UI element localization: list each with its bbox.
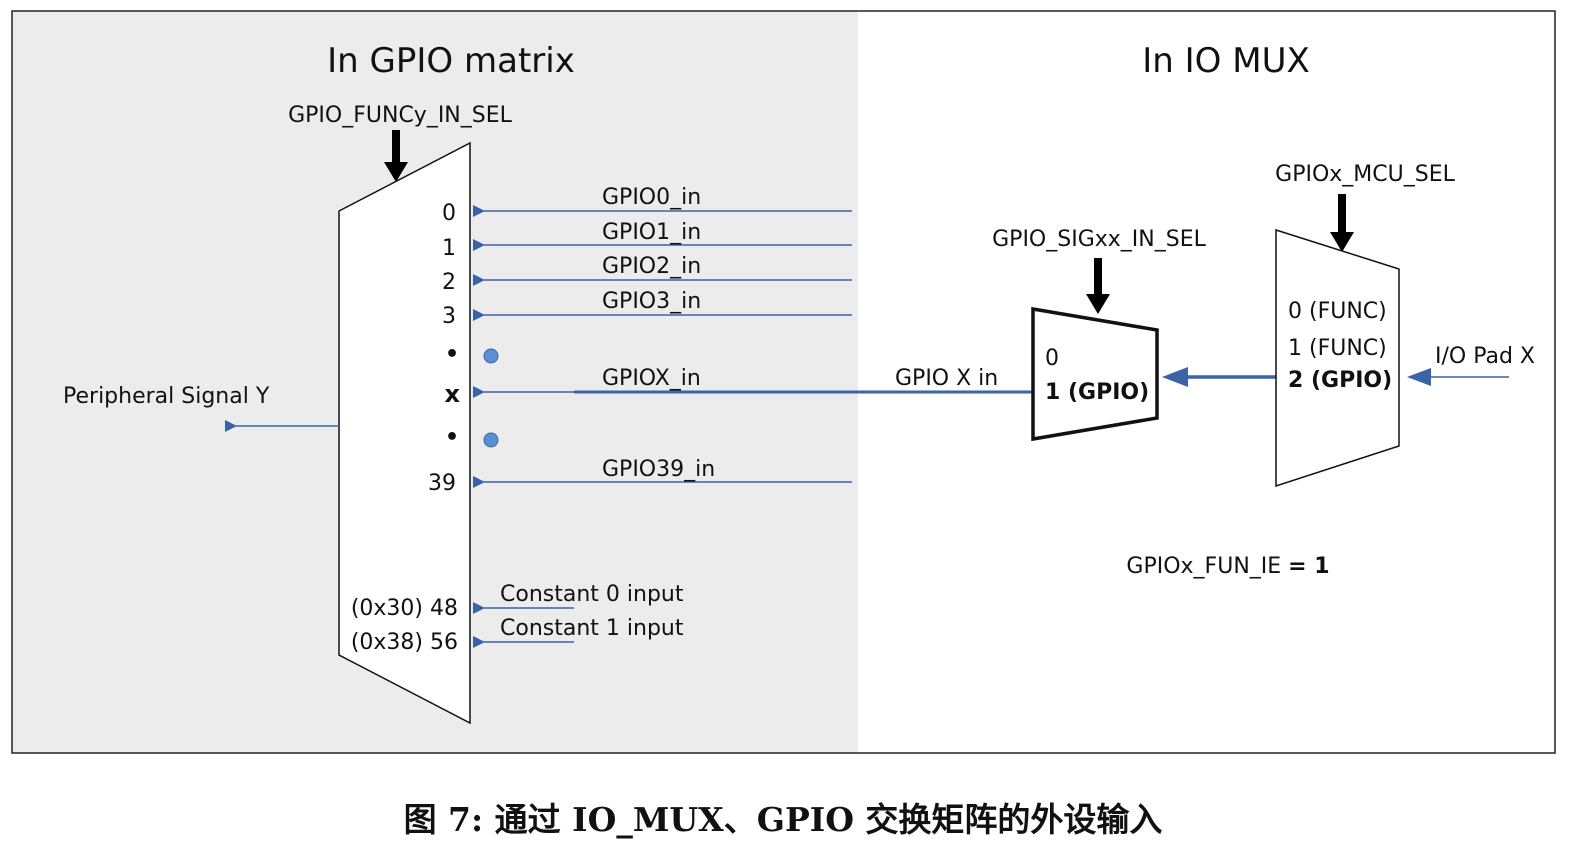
fun-ie-note: GPIOx_FUN_IE = 1 — [1126, 554, 1329, 579]
gpio-func-in-sel-arrow-head — [384, 162, 408, 182]
gpio1-in-label: GPIO1_in — [602, 220, 701, 245]
mcu-sel-arrow-head — [1330, 232, 1354, 252]
io-mux-region — [858, 11, 1555, 753]
ellipsis-dot-lower-blue — [483, 432, 499, 448]
mux-input-index-48: (0x30) 48 — [351, 596, 458, 621]
ellipsis-dot-upper-blue — [483, 348, 499, 364]
peripheral-signal-label: Peripheral Signal Y — [63, 384, 270, 409]
mux-input-index-2: 2 — [442, 270, 456, 295]
mux-ellipsis-dot-lower: • — [445, 425, 459, 450]
mcu-to-sig-arrow-head — [1162, 367, 1188, 387]
io-mux-title: In IO MUX — [1142, 41, 1310, 81]
gpio-func-in-sel-label: GPIO_FUNCy_IN_SEL — [288, 103, 513, 128]
sigxx-sel-arrow-head — [1086, 294, 1110, 314]
constant0-label: Constant 0 input — [500, 582, 684, 607]
gpio-matrix-mux — [338, 141, 471, 725]
figure-caption: 图 7: 通过 IO_MUX、GPIO 交换矩阵的外设输入 — [404, 800, 1163, 839]
mux-input-index-1: 1 — [442, 236, 456, 261]
gpio-sig-mux — [1031, 306, 1159, 442]
sig-mux-input-1-gpio: 1 (GPIO) — [1045, 380, 1149, 405]
gpio39-in-label: GPIO39_in — [602, 457, 715, 482]
diagram-frame — [11, 10, 1556, 754]
mux-input-index-56: (0x38) 56 — [351, 630, 458, 655]
mcu-mux-input-2-gpio: 2 (GPIO) — [1288, 368, 1392, 393]
sig-mux-input-0: 0 — [1045, 346, 1059, 371]
fun-ie-eq: = 1 — [1288, 554, 1329, 579]
mcu-mux-input-0-func: 0 (FUNC) — [1288, 299, 1387, 324]
gpio0-in-label: GPIO0_in — [602, 185, 701, 210]
io-pad-label: I/O Pad X — [1435, 344, 1535, 369]
mux-input-index-39: 39 — [428, 471, 456, 496]
gpio-x-in-label: GPIO X in — [895, 366, 998, 391]
mux-input-index-3: 3 — [442, 304, 456, 329]
gpio-sigxx-in-sel-label: GPIO_SIGxx_IN_SEL — [992, 227, 1206, 252]
io-pad-arrow-head — [1407, 368, 1431, 386]
constant1-label: Constant 1 input — [500, 616, 684, 641]
fun-ie-name: GPIOx_FUN_IE — [1126, 554, 1281, 579]
gpiox-mcu-sel-label: GPIOx_MCU_SEL — [1275, 162, 1455, 187]
fun-ie-space — [1281, 554, 1288, 579]
mcu-mux-input-1-func: 1 (FUNC) — [1288, 336, 1387, 361]
gpio2-in-label: GPIO2_in — [602, 254, 701, 279]
gpio-matrix-title: In GPIO matrix — [327, 41, 575, 81]
mux-input-index-0: 0 — [442, 201, 456, 226]
mux-ellipsis-dot-upper: • — [445, 342, 459, 367]
gpio-mcu-mux — [1275, 228, 1400, 488]
gpio3-in-label: GPIO3_in — [602, 289, 701, 314]
gpiox-in-label: GPIOX_in — [602, 366, 701, 391]
mux-input-index-x: x — [445, 380, 461, 408]
